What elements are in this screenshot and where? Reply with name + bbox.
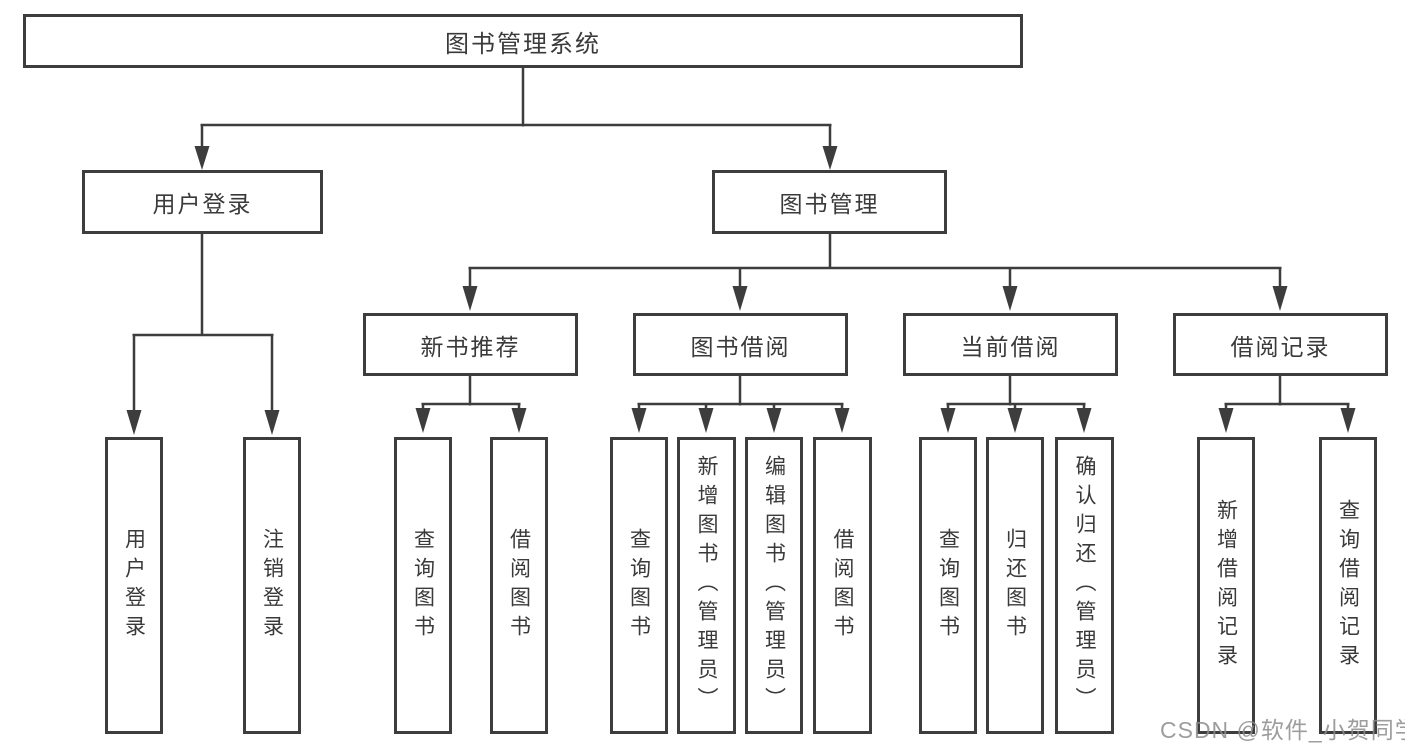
leaf-query-book-borrow: 查询图书 (610, 437, 668, 734)
node-label: 当前借阅 (960, 333, 1061, 360)
leaf-borrow-book: 借阅图书 (813, 437, 872, 734)
node-label: 图书借阅 (690, 333, 791, 360)
node-label: 借阅图书 (831, 527, 854, 644)
node-label: 用户登录 (122, 527, 146, 644)
node-label: 新书推荐 (420, 333, 521, 360)
node-label: 查询图书 (627, 527, 651, 644)
node-label: 图书管理系统 (445, 30, 601, 58)
leaf-user-login: 用户登录 (105, 437, 163, 734)
node-current-borrow: 当前借阅 (903, 313, 1118, 376)
leaf-query-book-current: 查询图书 (919, 437, 977, 734)
node-borrow-records: 借阅记录 (1173, 313, 1388, 376)
node-label: 借阅图书 (507, 527, 531, 644)
node-label: 借阅记录 (1230, 333, 1331, 360)
leaf-confirm-return-admin: 确认归还（管理员） (1055, 437, 1114, 734)
node-label: 查询借阅记录 (1336, 498, 1360, 673)
node-label: 编辑图书（管理员） (762, 455, 786, 716)
node-label: 注销登录 (260, 527, 284, 644)
leaf-logout: 注销登录 (243, 437, 301, 734)
node-label: 新增图书（管理员） (695, 455, 718, 716)
node-root: 图书管理系统 (23, 14, 1023, 68)
node-label: 确认归还（管理员） (1073, 455, 1096, 716)
node-label: 归还图书 (1003, 527, 1027, 644)
leaf-query-borrow-record: 查询借阅记录 (1319, 437, 1377, 734)
leaf-edit-book-admin: 编辑图书（管理员） (745, 437, 803, 734)
csdn-watermark: CSDN @软件_小贺同学 (1160, 717, 1405, 743)
node-label: 查询图书 (936, 527, 960, 644)
leaf-query-book-recommend: 查询图书 (394, 437, 452, 734)
node-new-book-recommend: 新书推荐 (363, 313, 578, 376)
node-label: 新增借阅记录 (1214, 498, 1238, 673)
node-label: 查询图书 (411, 527, 435, 644)
leaf-add-book-admin: 新增图书（管理员） (677, 437, 736, 734)
leaf-borrow-book-recommend: 借阅图书 (490, 437, 548, 734)
node-book-management: 图书管理 (712, 170, 947, 234)
node-book-borrow: 图书借阅 (633, 313, 848, 376)
leaf-add-borrow-record: 新增借阅记录 (1197, 437, 1255, 734)
node-user-login: 用户登录 (82, 170, 323, 234)
leaf-return-book: 归还图书 (986, 437, 1044, 734)
node-label: 图书管理 (779, 191, 880, 217)
node-label: 用户登录 (152, 191, 253, 217)
